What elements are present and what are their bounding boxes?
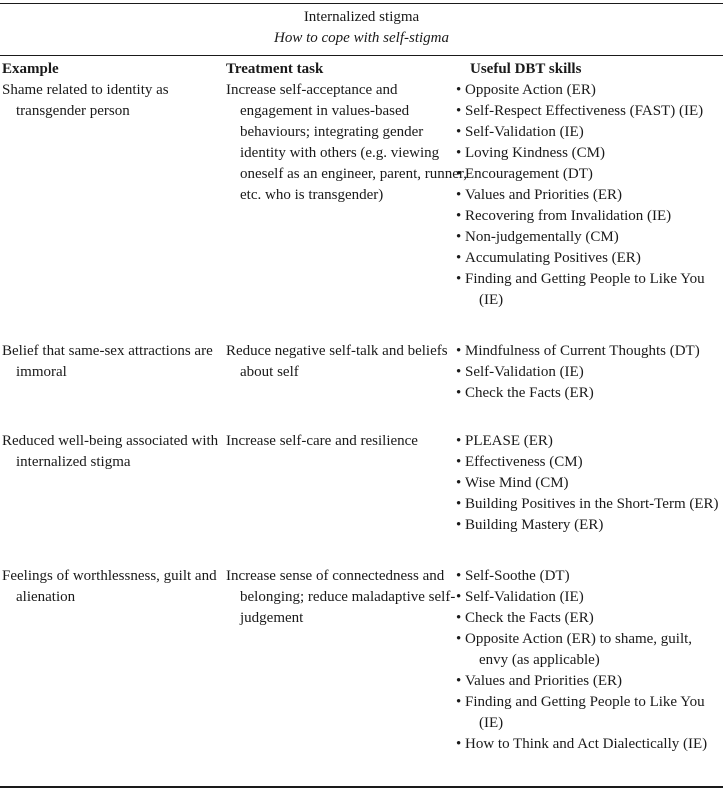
skill-label: Opposite Action (ER): [465, 82, 596, 98]
skill-label: How to Think and Act Dialectically (IE): [465, 736, 708, 752]
skill-label: Recovering from Invalidation (IE): [465, 208, 672, 224]
row-3-task: Increase self-care and resilience: [226, 433, 418, 449]
skill-item: •PLEASE (ER): [456, 433, 553, 449]
skill-item: •Accumulating Positives (ER): [456, 250, 641, 266]
skill-item: •Check the Facts (ER): [456, 385, 594, 401]
column-header-example: Example: [2, 61, 59, 77]
table-caption: Internalized stigma How to cope with sel…: [0, 7, 723, 49]
skill-label: Building Positives in the Short-Term (ER…: [465, 496, 719, 512]
skill-item: •Building Mastery (ER): [456, 517, 604, 533]
skill-item: •Self-Validation (IE): [456, 364, 584, 380]
skill-item: •Opposite Action (ER) to shame, guilt, e…: [456, 631, 693, 668]
skill-item: •Finding and Getting People to Like You …: [456, 694, 705, 731]
skill-item: •Effectiveness (CM): [456, 454, 583, 470]
skill-item: •Self-Validation (IE): [456, 124, 584, 140]
row-3-skills-list: •PLEASE (ER) •Effectiveness (CM) •Wise M…: [456, 431, 722, 536]
skill-label: Self-Respect Effectiveness (FAST) (IE): [465, 103, 704, 119]
top-rule: [0, 3, 723, 4]
bottom-rule: [0, 786, 723, 788]
header-rule: [0, 55, 723, 56]
skill-label: Accumulating Positives (ER): [465, 250, 641, 266]
skill-label: Encouragement (DT): [465, 166, 593, 182]
skill-label: Opposite Action (ER) to shame, guilt, en…: [465, 631, 693, 668]
row-3-example: Reduced well-being associated with inter…: [2, 433, 219, 470]
skill-item: •Check the Facts (ER): [456, 610, 594, 626]
skill-label: Loving Kindness (CM): [465, 145, 605, 161]
row-1-example: Shame related to identity as transgender…: [2, 82, 169, 119]
column-header-task: Treatment task: [226, 61, 324, 77]
row-1-task: Increase self-acceptance and engagement …: [226, 82, 468, 203]
skill-item: •Values and Priorities (ER): [456, 187, 623, 203]
skill-item: •Mindfulness of Current Thoughts (DT): [456, 343, 700, 359]
row-4-skills-list: •Self-Soothe (DT) •Self-Validation (IE) …: [456, 566, 722, 755]
skill-item: •Finding and Getting People to Like You …: [456, 271, 705, 308]
skill-item: •Self-Soothe (DT): [456, 568, 570, 584]
row-4-task: Increase sense of connectedness and belo…: [226, 568, 456, 626]
row-2-example: Belief that same-sex attractions are imm…: [2, 343, 213, 380]
skill-label: Finding and Getting People to Like You (…: [465, 694, 705, 731]
skill-item: •Self-Validation (IE): [456, 589, 584, 605]
table-subtitle: How to cope with self-stigma: [274, 30, 449, 46]
skill-item: •Opposite Action (ER): [456, 82, 596, 98]
skill-item: •Recovering from Invalidation (IE): [456, 208, 672, 224]
skill-label: Self-Validation (IE): [465, 124, 584, 140]
skill-label: Self-Validation (IE): [465, 589, 584, 605]
skill-item: •Building Positives in the Short-Term (E…: [456, 496, 719, 512]
skill-item: •Values and Priorities (ER): [456, 673, 623, 689]
row-4-example: Feelings of worthlessness, guilt and ali…: [2, 568, 217, 605]
skill-label: Check the Facts (ER): [465, 385, 594, 401]
row-1-skills-list: •Opposite Action (ER) •Self-Respect Effe…: [456, 80, 722, 311]
skill-item: •Self-Respect Effectiveness (FAST) (IE): [456, 103, 704, 119]
skill-item: •Encouragement (DT): [456, 166, 593, 182]
skill-label: Finding and Getting People to Like You (…: [465, 271, 705, 308]
skill-label: Effectiveness (CM): [465, 454, 583, 470]
skill-item: •How to Think and Act Dialectically (IE): [456, 736, 708, 752]
skill-label: Values and Priorities (ER): [465, 673, 623, 689]
skill-label: Values and Priorities (ER): [465, 187, 623, 203]
row-2-skills-list: •Mindfulness of Current Thoughts (DT) •S…: [456, 341, 722, 404]
skill-label: Building Mastery (ER): [465, 517, 604, 533]
skill-label: Self-Soothe (DT): [465, 568, 570, 584]
skill-label: Self-Validation (IE): [465, 364, 584, 380]
skill-label: PLEASE (ER): [465, 433, 553, 449]
skill-item: •Non-judgementally (CM): [456, 229, 619, 245]
skill-item: •Loving Kindness (CM): [456, 145, 605, 161]
row-2-task: Reduce negative self-talk and beliefs ab…: [226, 343, 448, 380]
skill-label: Wise Mind (CM): [465, 475, 569, 491]
skill-label: Non-judgementally (CM): [465, 229, 619, 245]
column-header-skills: Useful DBT skills: [470, 61, 582, 77]
table-title: Internalized stigma: [303, 9, 420, 25]
skill-item: •Wise Mind (CM): [456, 475, 569, 491]
skill-label: Check the Facts (ER): [465, 610, 594, 626]
skill-label: Mindfulness of Current Thoughts (DT): [465, 343, 700, 359]
